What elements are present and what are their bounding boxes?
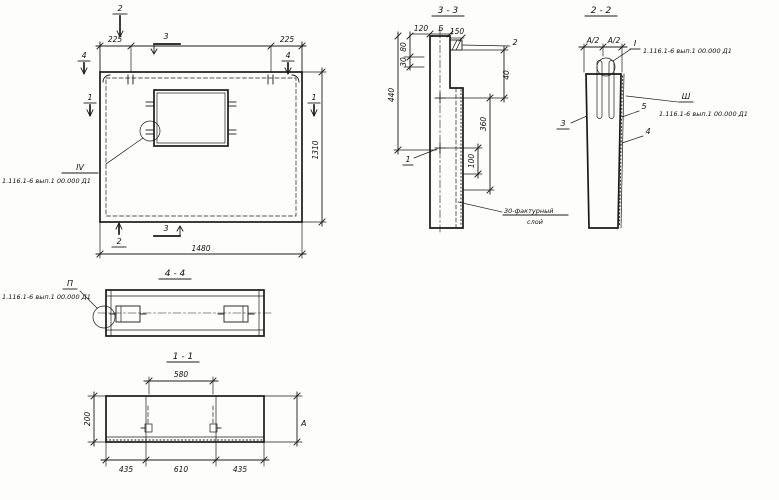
cut-4-right-label: 4: [285, 51, 290, 60]
dim-360: 360: [479, 117, 488, 132]
section-1-1-body: [105, 395, 265, 443]
label-3: 3: [560, 119, 565, 128]
section-2-2-callout-top: I 1.116.1-6 вып.1 00.000 Д1: [596, 39, 732, 77]
section-1-1-bottom-dims: 435 610 435: [100, 441, 270, 474]
section-2-2-view: 2 - 2 А/2 А/2 I 1.116.1-: [556, 6, 748, 229]
dim-1310: 1310: [311, 140, 320, 159]
plan-callout-iv: IV 1.116.1-6 вып.1 00.000 Д1: [2, 120, 161, 185]
section-3-3-view: 3 - 3 120 Б 150: [387, 6, 569, 233]
label-5: 5: [641, 102, 646, 111]
section-2-2-labels: 3 5 4: [556, 102, 651, 144]
section-4-4-title: 4 - 4: [165, 269, 186, 279]
cut-mark-1-left: 1: [83, 93, 97, 118]
dim-225-left: 225: [108, 35, 123, 44]
cut-1-left-label: 1: [87, 93, 92, 102]
callout-1-label: 1: [405, 155, 410, 164]
layer-note-line1: 30-фактурный: [504, 207, 553, 215]
cut-mark-2-top: 2: [112, 4, 128, 39]
dim-435-right: 435: [233, 465, 248, 474]
dim-200: 200: [83, 412, 92, 427]
section-1-1-dim-200: 200: [83, 391, 107, 447]
cut-1-right-label: 1: [311, 93, 316, 102]
section-3-3-top-dims: 120 Б 150: [411, 24, 466, 42]
cut-mark-3-bottom: 3: [153, 224, 184, 237]
section-4-4-view: 4 - 4 П 1.116.1-6 вып.1 00.000 Д1: [2, 269, 273, 337]
section-3-3-right-dims: 100 360 40: [444, 45, 511, 195]
section-1-1-title: 1 - 1: [173, 352, 193, 362]
dim-120: 120: [414, 24, 429, 33]
dim-150: 150: [450, 27, 465, 36]
plan-dimension-1480: 1480: [95, 221, 307, 259]
dim-30: 30: [399, 57, 408, 67]
plan-dimension-1310: 1310: [301, 67, 327, 227]
callout-p-label: П: [67, 279, 73, 288]
plan-top-dimension-225: 225 225: [95, 35, 307, 73]
cut-3-top-label: 3: [163, 32, 168, 41]
plan-view: 225 225 2 2 3 3 4: [2, 4, 327, 259]
cut-2-bottom-label: 2: [116, 237, 121, 246]
thickness-label-a: А: [300, 419, 306, 428]
callout-sh-ref: 1.116.1-6 вып.1 00.000 Д1: [659, 110, 748, 118]
plan-opening: [145, 89, 237, 147]
section-3-3-title: 3 - 3: [438, 6, 459, 16]
dim-a2-right: А/2: [607, 36, 621, 45]
section-2-2-callout-side: Ш 1.116.1-6 вып.1 00.000 Д1: [625, 92, 748, 118]
section-3-3-callout-2: 2: [461, 38, 518, 47]
callout-i-label: I: [634, 39, 637, 48]
section-3-3-left-dims: 80 30 440: [387, 31, 437, 155]
callout-i-ref: 1.116.1-6 вып.1 00.000 Д1: [643, 47, 732, 55]
callout-iv-label: IV: [76, 163, 84, 172]
section-3-3-layer-note: 30-фактурный слой: [457, 201, 569, 226]
cut-mark-4-left: 4: [77, 51, 91, 76]
cut-2-top-label: 2: [117, 4, 122, 13]
callout-2-label: 2: [512, 38, 517, 47]
dim-a2-left: А/2: [586, 36, 600, 45]
dim-80: 80: [399, 42, 408, 52]
dim-225-right: 225: [280, 35, 295, 44]
section-1-1-dim-a: А: [263, 391, 306, 447]
cut-3-bottom-label: 3: [163, 224, 168, 233]
dim-580: 580: [174, 370, 189, 379]
dim-435-left: 435: [119, 465, 134, 474]
cut-mark-3-top: 3: [150, 32, 181, 55]
cut-mark-4-right: 4: [281, 51, 295, 76]
callout-sh-label: Ш: [682, 92, 691, 101]
section-1-1-view: 1 - 1 580: [83, 352, 306, 474]
section-4-4-body: [97, 289, 273, 337]
dim-440: 440: [387, 88, 396, 103]
callout-p-ref: 1.116.1-6 вып.1 00.000 Д1: [2, 293, 91, 301]
axis-label-b: Б: [438, 24, 443, 33]
section-2-2-top-dims: А/2 А/2: [578, 36, 628, 73]
section-2-2-title: 2 - 2: [591, 6, 612, 16]
section-4-4-callout: П 1.116.1-6 вып.1 00.000 Д1: [2, 279, 116, 329]
cut-mark-1-right: 1: [307, 93, 321, 118]
plan-outline: [99, 71, 303, 223]
layer-note-line2: слой: [527, 218, 543, 226]
dim-40: 40: [502, 70, 511, 80]
section-2-2-body: [585, 60, 625, 229]
section-3-3-callout-1: 1: [402, 148, 438, 166]
dim-1480: 1480: [191, 244, 210, 253]
dim-610: 610: [174, 465, 189, 474]
cut-4-left-label: 4: [81, 51, 86, 60]
label-4: 4: [645, 127, 650, 136]
dim-100: 100: [467, 154, 476, 169]
section-3-3-body: [429, 29, 464, 233]
section-1-1-dim-580: 580: [143, 370, 219, 395]
cut-mark-2-bottom: 2: [111, 221, 127, 248]
callout-iv-ref: 1.116.1-6 вып.1 00.000 Д1: [2, 177, 91, 185]
